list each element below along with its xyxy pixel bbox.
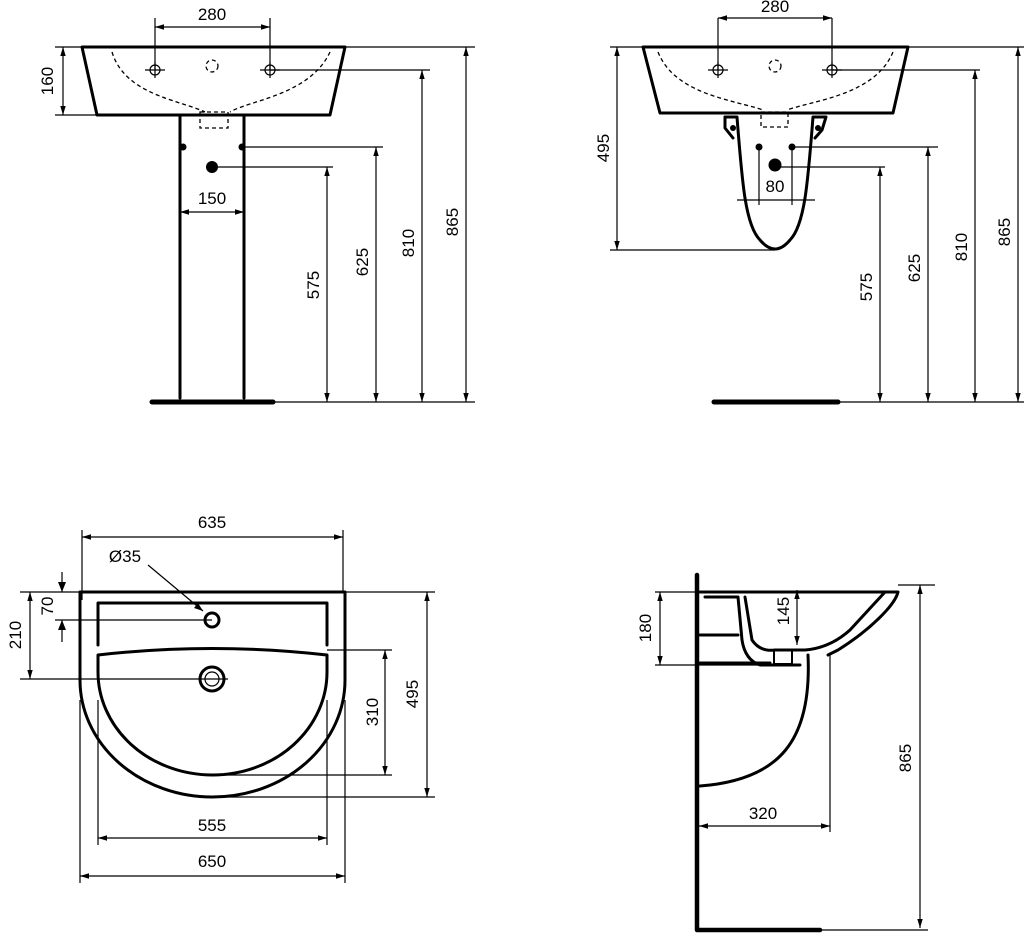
overall-depth-label: 635: [198, 513, 226, 532]
supply-height-label: 625: [905, 254, 924, 282]
waste-height-label: 575: [857, 273, 876, 301]
overall-width-label: 650: [198, 852, 226, 871]
basin-height-label: 160: [38, 67, 57, 95]
supply-height-label: 625: [353, 248, 372, 276]
projection-label: 320: [749, 804, 777, 823]
bowl-width-label: 555: [198, 816, 226, 835]
tap-spacing-label: 280: [198, 5, 226, 24]
rim-height-label: 865: [896, 744, 915, 772]
pipe-spacing-label: 150: [198, 189, 226, 208]
pipe-spacing-label: 80: [766, 177, 785, 196]
basin-height-label: 180: [636, 614, 655, 642]
side-view: 180 145 320 865: [636, 572, 935, 933]
pedestal-front-view: 280 160 150 575 625 810 865: [38, 5, 475, 405]
tap-hole-diameter-label: Ø35: [109, 547, 141, 566]
bowl-depth-label: 145: [774, 597, 793, 625]
tap-height-label: 810: [952, 233, 971, 261]
rim-height-label: 865: [443, 208, 462, 236]
tap-height-label: 810: [399, 229, 418, 257]
semi-pedestal-front-view: 280 80 495 575 625 810 865: [594, 0, 1024, 405]
tap-hole-offset-label: 70: [38, 597, 57, 616]
drain-offset-label: 210: [6, 621, 25, 649]
basin-depth-label: 495: [594, 134, 613, 162]
bowl-depth-label: 310: [363, 698, 382, 726]
basin-depth-label: 495: [403, 680, 422, 708]
rim-height-label: 865: [995, 218, 1014, 246]
tap-spacing-label: 280: [761, 0, 789, 16]
top-view: Ø35 635 70 210 310 495 555 650: [6, 513, 435, 883]
waste-height-label: 575: [304, 271, 323, 299]
